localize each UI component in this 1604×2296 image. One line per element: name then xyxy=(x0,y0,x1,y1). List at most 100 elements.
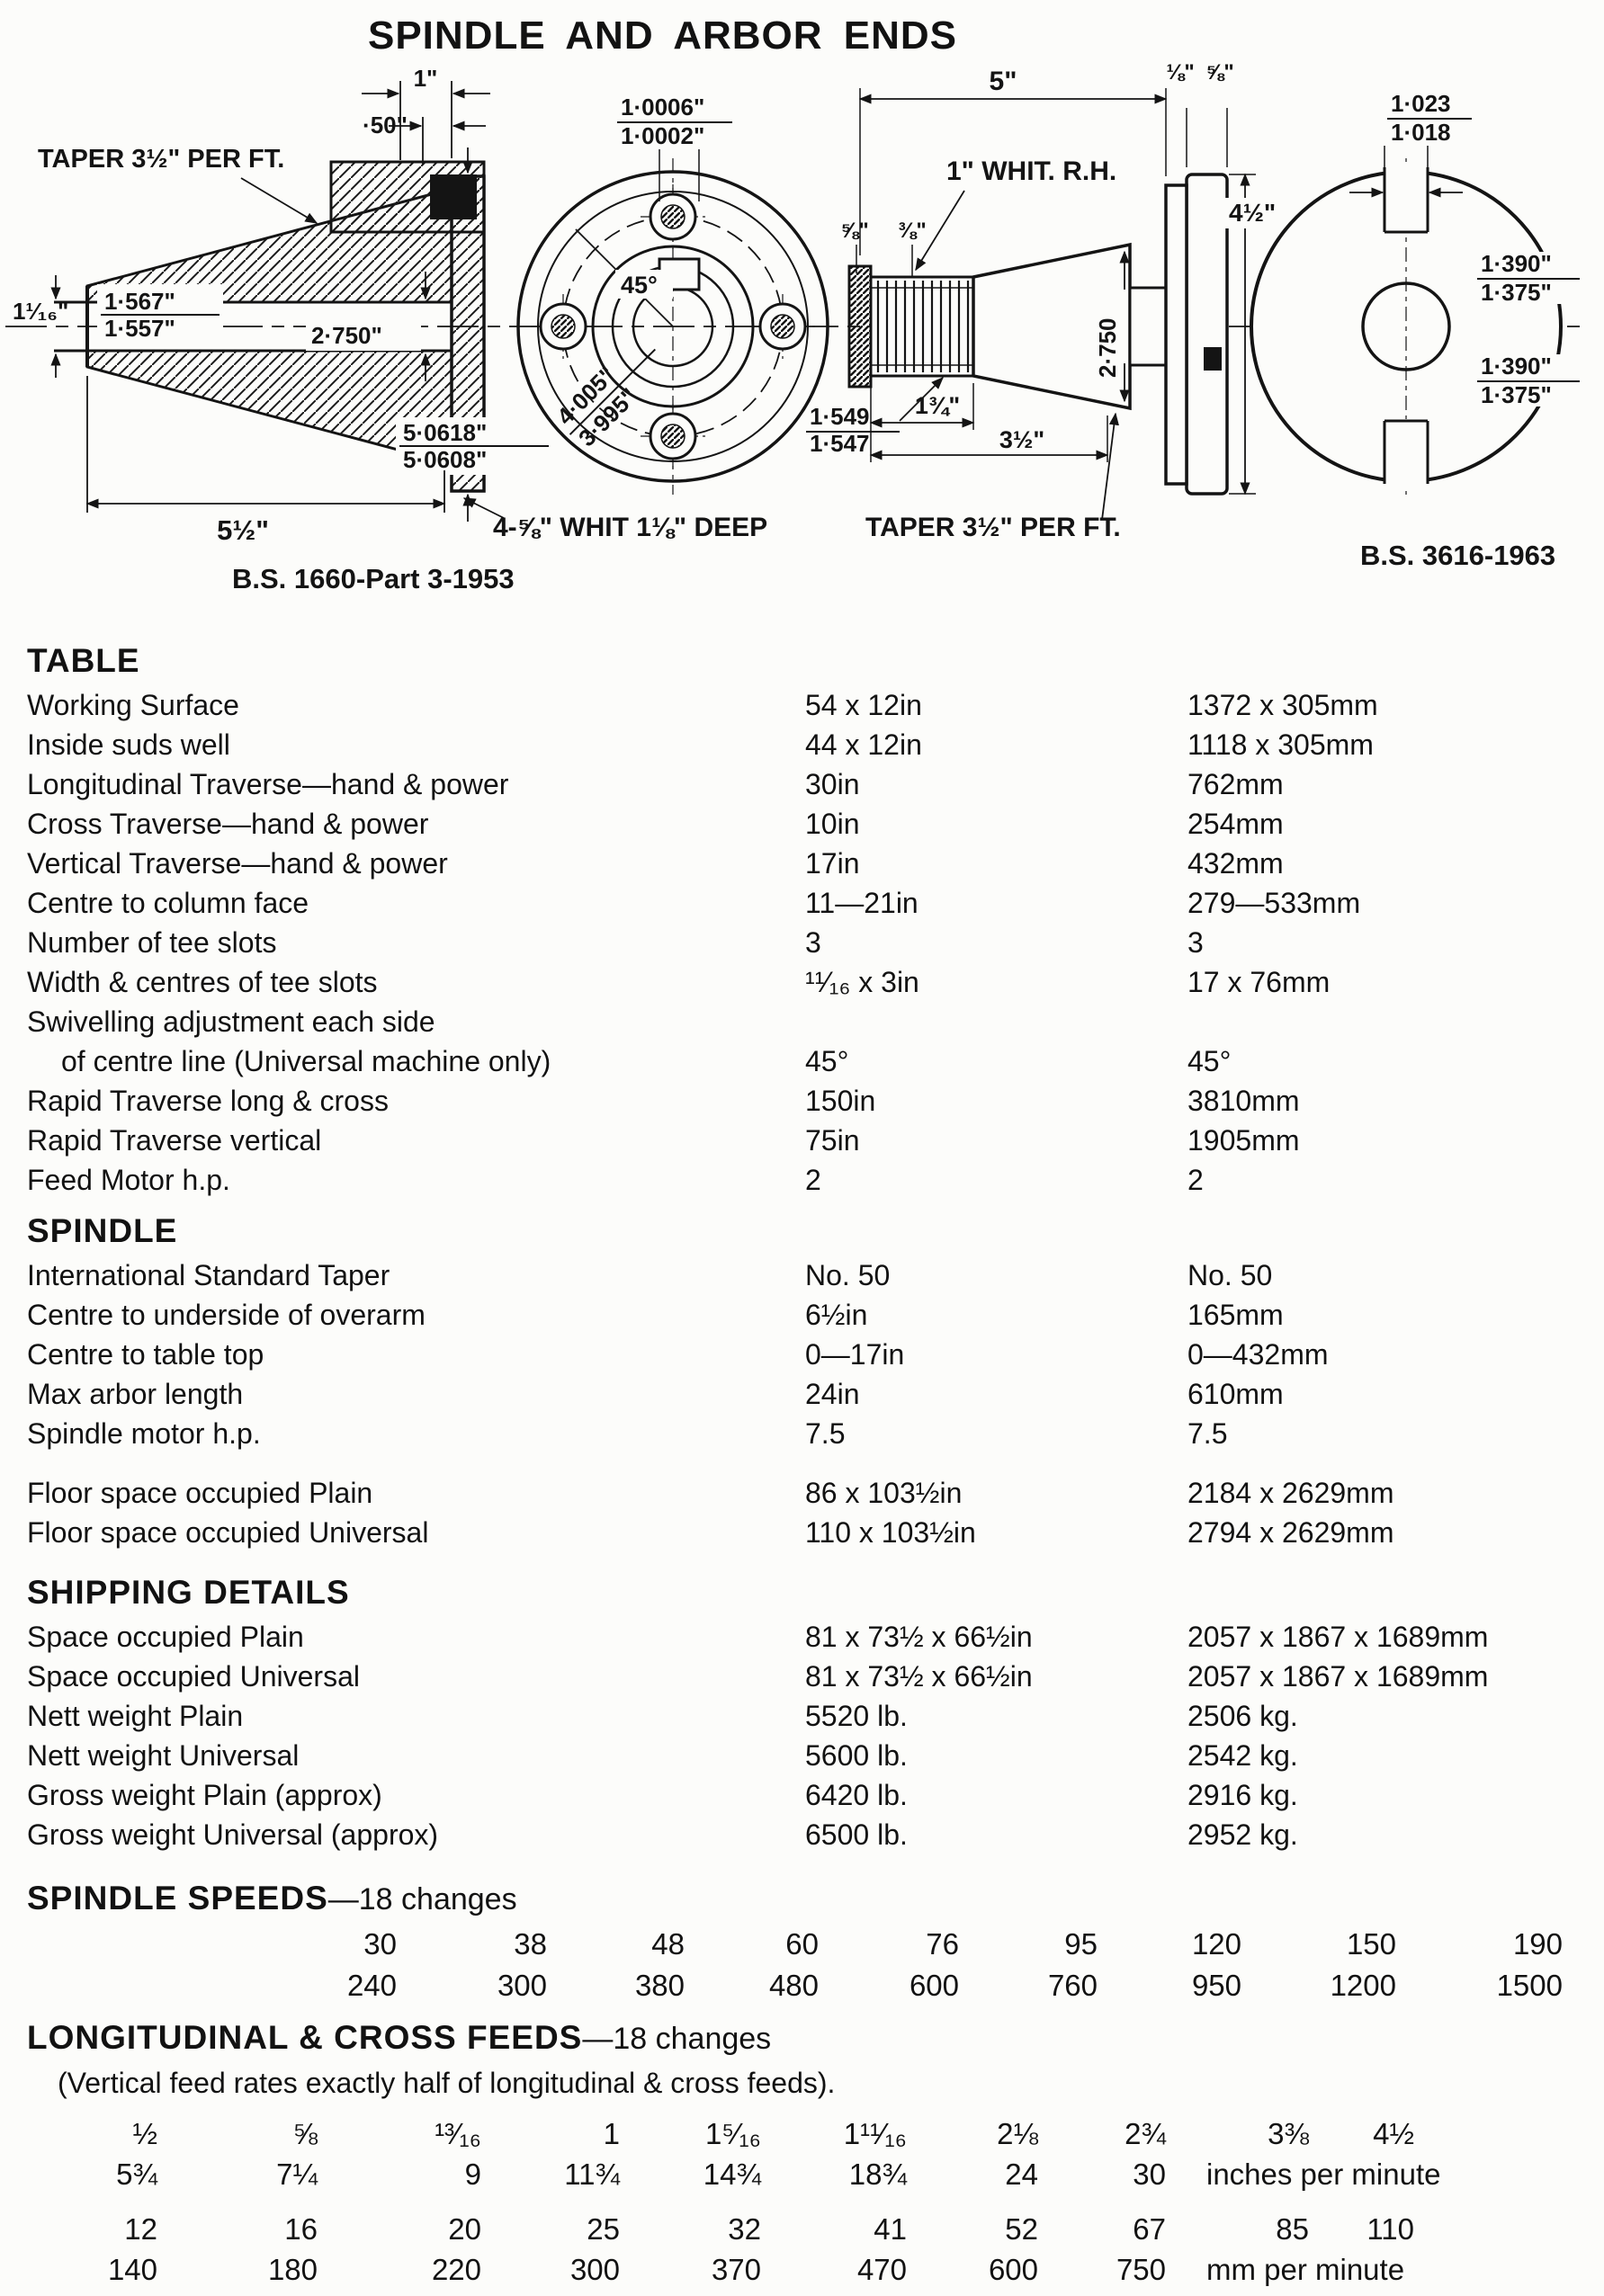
spec-metric: 1905mm xyxy=(1187,1124,1300,1157)
spec-row: Cross Traverse—hand & power 10in 254mm xyxy=(0,804,1604,844)
feed-value: ⅝ xyxy=(292,2117,318,2150)
spec-imperial: 10in xyxy=(805,808,860,840)
spec-imperial xyxy=(805,1002,1187,1041)
dim-45deg: 45° xyxy=(621,272,658,299)
spec-metric: 17 x 76mm xyxy=(1187,966,1331,998)
feed-value: 140 xyxy=(107,2253,157,2286)
spec-metric: 2057 x 1867 x 1689mm xyxy=(1187,1660,1489,1693)
arbor-face-view xyxy=(1250,118,1583,495)
dim-1547: 1·547 xyxy=(810,430,870,457)
feeds-heading-suffix: —18 changes xyxy=(582,2022,772,2056)
bs-left-caption: B.S. 1660-Part 3-1953 xyxy=(232,563,515,594)
spec-label: Nett weight Universal xyxy=(27,1739,300,1772)
feed-value: 9 xyxy=(464,2158,481,2191)
feed-value: 14¾ xyxy=(703,2158,761,2191)
dim-1023: 1·023 xyxy=(1391,90,1451,117)
feed-value: 30 xyxy=(1133,2158,1166,2191)
feed-value: 2⅛ xyxy=(997,2117,1038,2150)
spec-label: Gross weight Plain (approx) xyxy=(27,1779,382,1811)
spec-metric: 165mm xyxy=(1187,1299,1284,1331)
feed-value: 1¹¹⁄₁₆ xyxy=(843,2117,907,2150)
spec-label: Rapid Traverse long & cross xyxy=(27,1085,389,1117)
spec-metric: 2057 x 1867 x 1689mm xyxy=(1187,1621,1489,1653)
spec-metric: 279—533mm xyxy=(1187,887,1361,919)
spec-metric: 2506 kg. xyxy=(1187,1700,1298,1732)
dim-1-8: ⅛" xyxy=(1166,61,1194,85)
taper-right-label: TAPER 3½" PER FT. xyxy=(865,513,1121,542)
spec-label: Centre to column face xyxy=(27,887,309,919)
spec-metric: 2184 x 2629mm xyxy=(1187,1477,1394,1509)
dim-5-half: 5½" xyxy=(217,514,269,546)
spec-metric: 2916 kg. xyxy=(1187,1779,1298,1811)
feeds-heading: LONGITUDINAL & CROSS FEEDS xyxy=(27,2019,583,2056)
spec-row: Gross weight Plain (approx) 6420 lb. 2916 … xyxy=(0,1775,1604,1815)
spec-label: Cross Traverse—hand & power xyxy=(27,808,429,840)
speed-value: 300 xyxy=(497,1969,547,2002)
speeds-heading-row: SPINDLE SPEEDS—18 changes xyxy=(0,1878,1604,1920)
spec-label: Spindle motor h.p. xyxy=(27,1417,261,1450)
spec-metric: 1118 x 305mm xyxy=(1187,728,1374,761)
speed-value: 1500 xyxy=(1496,1969,1563,2002)
spec-metric: 432mm xyxy=(1187,847,1284,880)
feed-value: 3⅜ xyxy=(1268,2117,1309,2150)
feed-value: 12 xyxy=(124,2212,157,2246)
spec-imperial: 45° xyxy=(805,1045,849,1077)
feed-value: 370 xyxy=(711,2253,761,2286)
spec-metric: No. 50 xyxy=(1187,1259,1273,1291)
dim-5in: 5" xyxy=(990,67,1017,96)
spec-imperial: 7.5 xyxy=(805,1417,846,1450)
speed-value: 48 xyxy=(651,1927,685,1961)
spec-metric: 7.5 xyxy=(1187,1417,1228,1450)
drawing-labels: TAPER 3½" PER FT. 1" ·50" 1¹⁄₁₆" 1·567" … xyxy=(13,61,1555,594)
spec-imperial: 81 x 73½ x 66½in xyxy=(805,1621,1033,1653)
spec-label: Space occupied Universal xyxy=(27,1660,360,1693)
speed-value: 1200 xyxy=(1330,1969,1396,2002)
feed-value: 18¾ xyxy=(848,2158,907,2191)
spindle-dimensions xyxy=(50,81,551,522)
feeds-note: (Vertical feed rates exactly half of lon… xyxy=(58,2067,836,2099)
feed-value: 5¾ xyxy=(116,2158,157,2191)
dim-10006: 1·0006" xyxy=(621,94,704,121)
spec-metric: 610mm xyxy=(1187,1378,1284,1410)
feed-value: 180 xyxy=(267,2253,318,2286)
spec-imperial: 6420 lb. xyxy=(805,1779,908,1811)
spec-label: Floor space occupied Plain xyxy=(27,1477,373,1509)
spindle-side-view xyxy=(54,160,486,493)
spec-metric: 1372 x 305mm xyxy=(1187,689,1378,721)
dim-1549: 1·549 xyxy=(810,403,870,430)
speed-value: 150 xyxy=(1346,1927,1396,1961)
speed-value: 95 xyxy=(1064,1927,1098,1961)
dim-10002: 1·0002" xyxy=(621,122,704,149)
spec-imperial: 110 x 103½in xyxy=(805,1516,976,1549)
dim-1390-upper: 1·390" xyxy=(1481,250,1552,277)
spec-imperial: 17in xyxy=(805,847,860,880)
speed-value: 480 xyxy=(768,1969,819,2002)
spec-label: Longitudinal Traverse—hand & power xyxy=(27,768,509,800)
spec-label: Gross weight Universal (approx) xyxy=(27,1818,439,1851)
spec-label: Rapid Traverse vertical xyxy=(27,1124,322,1157)
bs-right-caption: B.S. 3616-1963 xyxy=(1360,540,1555,571)
spec-metric: 3810mm xyxy=(1187,1085,1300,1117)
feed-value: 11¾ xyxy=(564,2158,620,2191)
speed-value: 240 xyxy=(346,1969,397,2002)
dim-2750-arbor: 2·750 xyxy=(1094,318,1121,379)
spec-metric: 254mm xyxy=(1187,808,1284,840)
spec-metric: 762mm xyxy=(1187,768,1284,800)
spec-label: Feed Motor h.p. xyxy=(27,1164,230,1196)
feed-value: 67 xyxy=(1133,2212,1166,2246)
